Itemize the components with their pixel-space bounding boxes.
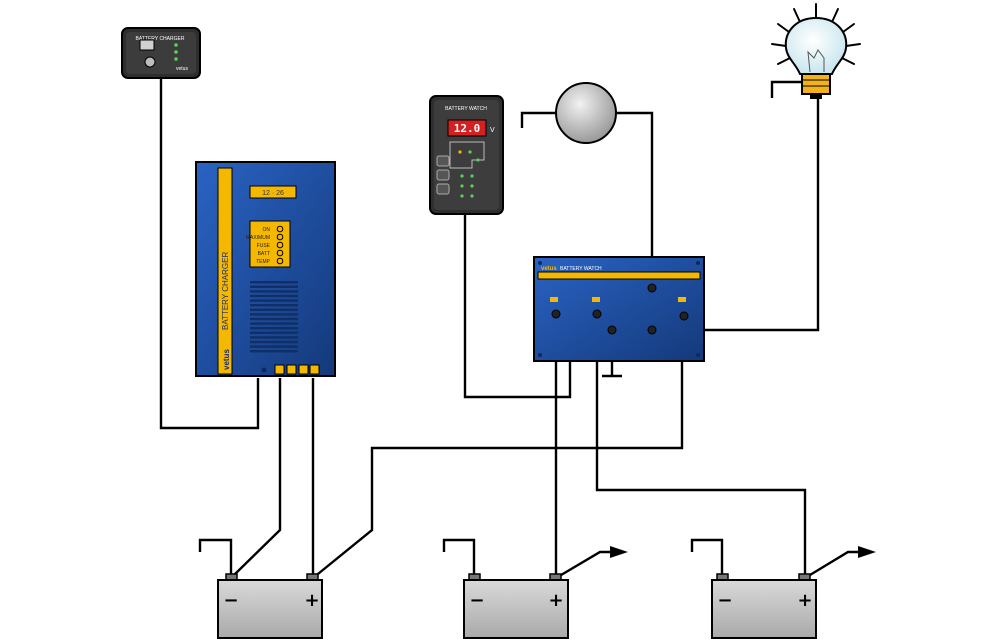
light-bulb-icon xyxy=(771,3,861,99)
charger-vent-slot xyxy=(250,308,298,311)
battery-2: − + xyxy=(463,573,569,639)
charger-vent-slot xyxy=(250,304,298,307)
remote-power-switch[interactable] xyxy=(139,39,155,51)
charger-status-panel xyxy=(249,220,291,268)
charger-side-stripe xyxy=(217,167,233,375)
battery-1-minus: − xyxy=(223,590,238,611)
wire-battery1-to-watch xyxy=(312,318,684,579)
charger-vent-slot xyxy=(250,331,298,334)
battery-watch-leds xyxy=(458,150,480,198)
battery-1-plus: + xyxy=(304,590,319,611)
remote-brand: vetus xyxy=(176,66,188,72)
charger-vent-slot xyxy=(250,299,298,302)
charger-vents xyxy=(250,281,298,353)
battery-watch-box-terminals xyxy=(551,283,689,335)
charger-led-maximum xyxy=(276,233,284,241)
charger-terminal-3 xyxy=(298,364,309,375)
battery-watch-keypad-outline xyxy=(449,141,485,169)
charger-vent-slot xyxy=(250,322,298,325)
box-terminal-gauge xyxy=(647,283,657,293)
charger-vent-slot xyxy=(250,290,298,293)
charger-terminal-1 xyxy=(274,364,285,375)
battery-watch-box-brand: vetus xyxy=(541,266,557,272)
battery-3: − + xyxy=(711,573,817,639)
battery-watch-unit: V xyxy=(490,127,495,134)
charger-vent-slot xyxy=(250,336,298,339)
charger-vent-slot xyxy=(250,281,298,284)
battery-2-plus: + xyxy=(548,590,563,611)
charger-led-label-fuse: FUSE xyxy=(257,243,271,249)
battery-watch-button-1[interactable] xyxy=(436,155,450,167)
charger-vent-slot xyxy=(250,285,298,288)
wire-gauge-to-box xyxy=(616,111,654,288)
battery-charger-unit: BATTERY CHARGER vetus 12 · 26 ON MAXIMUM… xyxy=(195,161,336,377)
box-terminal-batt-3 xyxy=(592,309,602,319)
ground-lamp xyxy=(770,80,808,98)
wire-battery3-arrow xyxy=(804,550,860,580)
battery-1: − + xyxy=(217,573,323,639)
battery-watch-box-tab-2 xyxy=(592,297,600,302)
box-terminal-center xyxy=(647,325,657,335)
battery-watch-box-title: BATTERY WATCH xyxy=(560,266,602,272)
charger-led-label-on: ON xyxy=(263,227,271,233)
box-terminal-lamp xyxy=(679,311,689,321)
charger-vent-slot xyxy=(250,327,298,330)
battery-watch-panel: BATTERY WATCH 12.0 V xyxy=(429,95,504,215)
battery-watch-box-tab-3 xyxy=(678,297,686,302)
remote-led-1 xyxy=(174,43,178,47)
arrow-battery3 xyxy=(858,546,876,558)
charger-terminal-ground xyxy=(261,367,267,373)
charger-vent-slot xyxy=(250,340,298,344)
remote-panel-title: BATTERY CHARGER xyxy=(136,36,185,42)
charger-vent-slot xyxy=(250,294,298,298)
arrow-battery2 xyxy=(610,546,628,558)
charger-vent-slot xyxy=(250,345,298,348)
charger-vent-slot xyxy=(250,313,298,316)
charger-led-on xyxy=(276,225,284,233)
battery-watch-box-stripe xyxy=(537,271,701,280)
ground-gauge xyxy=(520,111,556,128)
wire-box-to-battery3 xyxy=(595,316,807,578)
charger-led-label-batt: BATT xyxy=(258,251,270,257)
remote-knob[interactable] xyxy=(144,56,156,68)
battery-watch-button-2[interactable] xyxy=(436,169,450,181)
battery-watch-button-3[interactable] xyxy=(436,183,450,195)
charger-led-list: ON MAXIMUM FUSE BATT TEMP xyxy=(246,225,284,265)
wire-remote-to-charger xyxy=(159,78,260,430)
wire-charger-to-battery1-a xyxy=(230,378,282,579)
wire-panel-to-box xyxy=(463,213,572,399)
remote-charger-panel: BATTERY CHARGER vetus xyxy=(121,27,201,79)
ground-battery3 xyxy=(690,538,724,578)
remote-led-2 xyxy=(174,50,178,54)
box-terminal-batt-2 xyxy=(551,309,561,319)
charger-vent-slot xyxy=(250,317,298,321)
charger-display: 12 · 26 xyxy=(262,190,284,197)
gauge-sphere xyxy=(555,82,617,144)
charger-terminal-4 xyxy=(309,364,320,375)
charger-led-label-temp: TEMP xyxy=(256,259,271,265)
box-terminal-ground xyxy=(607,325,617,335)
charger-vent-slot xyxy=(250,350,298,353)
charger-led-label-maximum: MAXIMUM xyxy=(246,235,270,241)
charger-led-temp xyxy=(276,257,284,265)
charger-led-batt xyxy=(276,249,284,257)
battery-watch-panel-title: BATTERY WATCH xyxy=(445,106,487,112)
charger-brand: vetus xyxy=(222,349,231,370)
wire-battery2-arrow xyxy=(555,550,612,580)
wire-lamp-to-box xyxy=(684,96,820,332)
charger-terminal-2 xyxy=(286,364,297,375)
battery-watch-reading: 12.0 xyxy=(454,122,481,135)
remote-led-3 xyxy=(174,57,178,61)
ground-battery1 xyxy=(198,538,233,578)
battery-3-plus: + xyxy=(797,590,812,611)
battery-2-minus: − xyxy=(469,590,484,611)
battery-watch-box: vetus BATTERY WATCH xyxy=(533,256,705,362)
ground-battery2 xyxy=(442,538,476,578)
battery-watch-box-tab-1 xyxy=(550,297,558,302)
charger-side-label: BATTERY CHARGER xyxy=(221,252,230,330)
charger-led-fuse xyxy=(276,241,284,249)
battery-watch-display xyxy=(447,119,487,137)
battery-3-minus: − xyxy=(717,590,732,611)
